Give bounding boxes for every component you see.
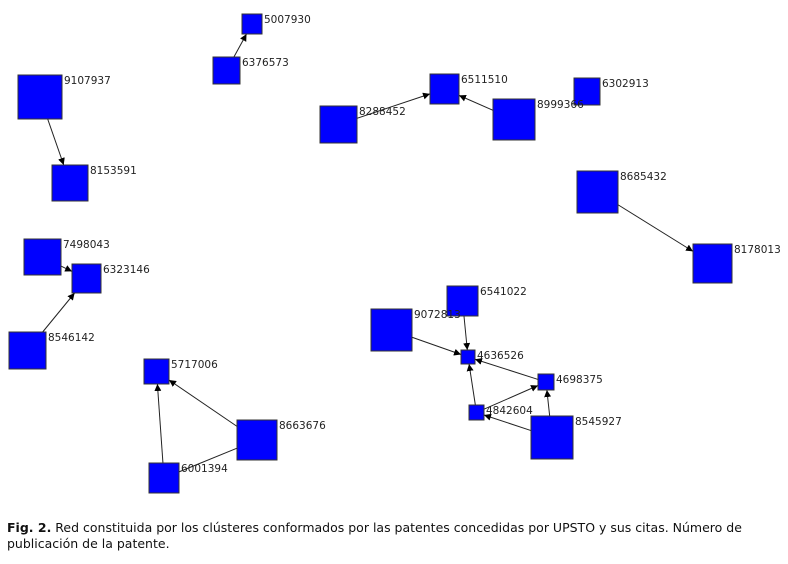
node-square-4698375: [537, 373, 555, 391]
node-square-8545927: [530, 415, 574, 460]
node-label: 4636526: [477, 350, 524, 362]
node-square-6376573: [212, 56, 241, 85]
node-square-5717006: [143, 358, 170, 385]
node-label: 8153591: [90, 165, 137, 177]
node-label: 5717006: [171, 359, 218, 371]
node-label: 7498043: [63, 239, 110, 251]
edge-4842604-4698375: [483, 385, 539, 410]
node-label: 6323146: [103, 264, 150, 276]
edge-9072813-4636526: [411, 336, 462, 356]
node-label: 8999366: [537, 99, 584, 111]
node-square-6541022: [446, 285, 479, 317]
node-label: 8663676: [279, 420, 326, 432]
node-label: 9107937: [64, 75, 111, 87]
edge-4698375-4636526: [474, 358, 539, 380]
node-label: 6541022: [480, 286, 527, 298]
caption-text: Red constituida por los clústeres confor…: [7, 520, 742, 551]
node-square-6323146: [71, 263, 102, 294]
edge-8546142-6323146: [42, 292, 76, 333]
node-label: 6511510: [461, 74, 508, 86]
node-label: 5007930: [264, 14, 311, 26]
edge-8663676-6001394: [178, 447, 238, 473]
edge-8545927-4842604: [483, 413, 532, 432]
node-label: 8685432: [620, 171, 667, 183]
node-square-9107937: [17, 74, 63, 120]
node-label: 6001394: [181, 463, 228, 475]
figure-label: Fig. 2.: [7, 520, 52, 535]
node-square-9072813: [370, 308, 413, 352]
node-square-8663676: [236, 419, 278, 461]
edge-7498043-6323146: [60, 265, 73, 272]
node-square-8288452: [319, 105, 358, 144]
edge-9107937-8153591: [47, 118, 65, 166]
node-square-8546142: [8, 331, 47, 370]
edge-6001394-5717006: [154, 383, 164, 464]
edge-8999366-6511510: [458, 94, 494, 111]
node-label: 4842604: [486, 405, 533, 417]
node-square-8685432: [576, 170, 619, 214]
node-square-5007930: [241, 13, 263, 35]
edge-8685432-8178013: [617, 204, 694, 252]
node-label: 4698375: [556, 374, 603, 386]
edges-layer: [42, 33, 694, 473]
edge-8663676-5717006: [168, 379, 238, 427]
node-label: 6302913: [602, 78, 649, 90]
node-label: 9072813: [414, 309, 461, 321]
node-square-6511510: [429, 73, 460, 105]
node-square-6001394: [148, 462, 180, 494]
node-label: 8545927: [575, 416, 622, 428]
node-square-4636526: [460, 349, 476, 365]
node-label: 8178013: [734, 244, 781, 256]
edge-8288452-6511510: [356, 92, 431, 119]
node-label: 8288452: [359, 106, 406, 118]
edge-6376573-5007930: [233, 33, 247, 58]
node-square-8153591: [51, 164, 89, 202]
node-square-6302913: [573, 77, 601, 106]
node-square-8178013: [692, 243, 733, 284]
edge-8545927-4698375: [544, 389, 552, 417]
node-label: 8546142: [48, 332, 95, 344]
edge-6541022-4636526: [463, 315, 471, 351]
patent-citation-network: 5007930 6376573 9107937 8153591 8288452 65115…: [8, 13, 781, 494]
node-square-7498043: [23, 238, 62, 276]
figure-caption: Fig. 2. Red constituida por los clústere…: [7, 520, 767, 552]
node-label: 6376573: [242, 57, 289, 69]
edge-4842604-4636526: [466, 363, 476, 406]
nodes-layer: [8, 13, 733, 494]
labels-layer: 5007930 6376573 9107937 8153591 8288452 65115…: [48, 14, 781, 475]
node-square-4842604: [468, 404, 485, 421]
node-square-8999366: [492, 98, 536, 141]
